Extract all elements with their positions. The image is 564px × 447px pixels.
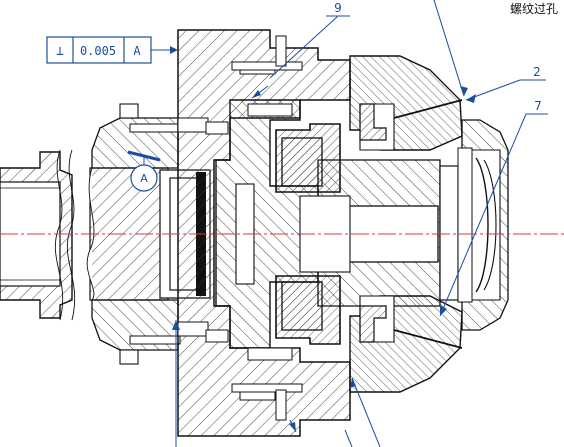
corner-note: 螺纹过孔 [510,2,558,16]
right-cap-lower [349,295,463,393]
datum-a-circle [130,164,158,192]
fcf-tolerance-value: 0.005 [80,44,116,58]
front-seal-ring [457,119,509,331]
leader-arrowheads [172,86,476,432]
central-spindle [299,159,459,307]
bolt-set [231,35,303,421]
datum-a-label: A [140,172,148,185]
perpendicularity-symbol-icon: ⊥ [56,44,64,59]
balloon-7: 7 [534,99,542,113]
feature-control-frame: ⊥ 0.005 A [46,36,178,64]
right-cap-upper [349,55,463,151]
leader-lines [175,0,548,447]
left-shaft [0,149,76,321]
datum-a-marker: A [127,150,161,192]
balloon-9: 9 [334,1,342,15]
fcf-datum-ref: A [133,44,141,58]
balloon-2: 2 [533,65,541,79]
